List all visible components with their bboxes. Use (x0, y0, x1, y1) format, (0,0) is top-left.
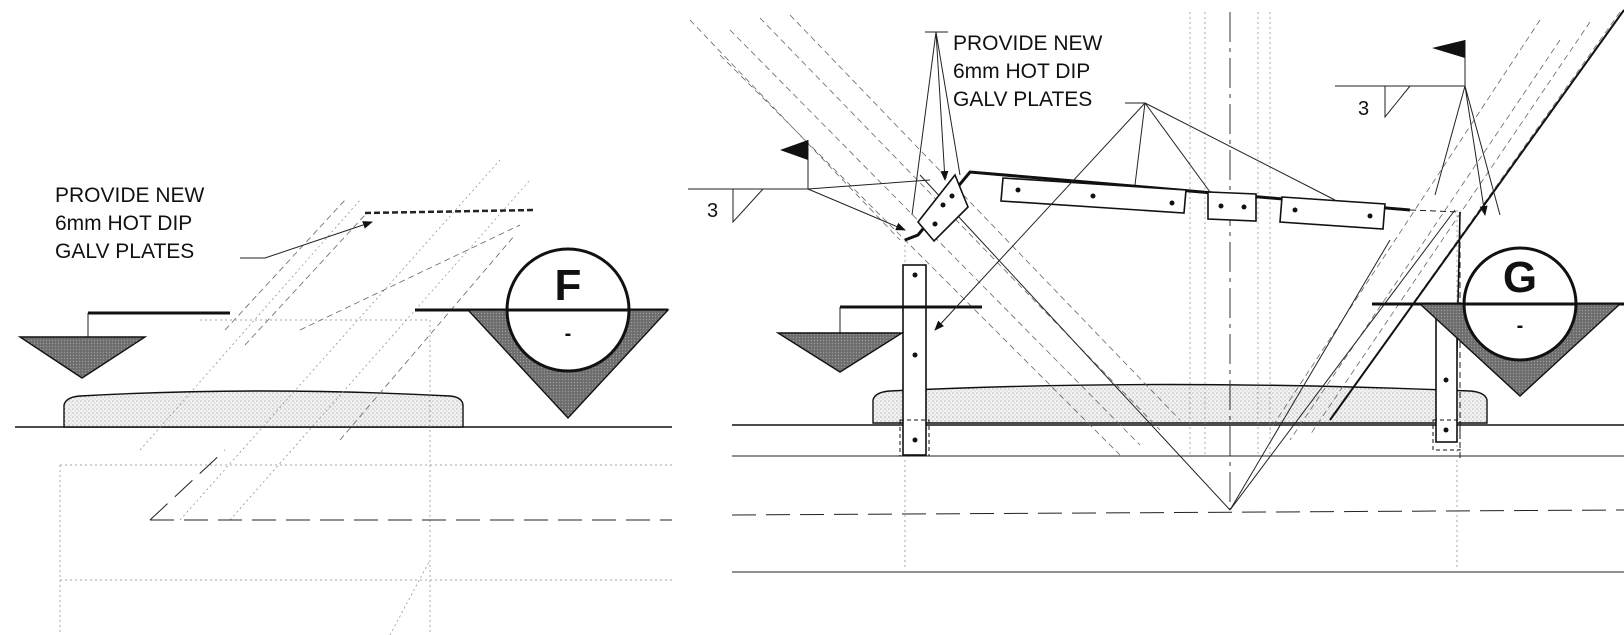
bubble-sheet: - (1517, 315, 1524, 337)
flag-icon (1432, 40, 1465, 58)
note-line-1: PROVIDE NEW (55, 184, 205, 207)
elevation-triangle-icon (17, 336, 148, 379)
section-marker-icon: G - (1418, 246, 1622, 397)
plate-hidden (364, 208, 536, 215)
note-line-2: 6mm HOT DIP (953, 60, 1090, 83)
detail-g: G - 3 3 PROVIDE NEW 6mm HOT DIP GALV PLA… (688, 9, 1624, 573)
construction-lines (59, 159, 672, 635)
section-marker-icon: F - (466, 247, 670, 420)
elevation-triangle-icon (775, 332, 905, 373)
leader-arrow (240, 221, 373, 259)
hidden-line (149, 449, 672, 521)
weld-size-right: 3 (1358, 98, 1369, 120)
plate-note: PROVIDE NEW 6mm HOT DIP GALV PLATES (911, 31, 1336, 330)
note-line-1: PROVIDE NEW (953, 32, 1103, 55)
bubble-letter: F (555, 261, 582, 310)
bubble-letter: G (1503, 253, 1537, 302)
galv-plates (899, 173, 1461, 457)
footing-pad (63, 390, 464, 428)
footing-pad (872, 383, 1488, 424)
note-line-3: GALV PLATES (55, 240, 194, 263)
detail-f: F - PROVIDE NEW 6mm HOT DIP GALV PLATES (15, 159, 672, 635)
weld-symbol-icon: 3 (1335, 40, 1501, 215)
plate-note: PROVIDE NEW 6mm HOT DIP GALV PLATES (55, 184, 373, 263)
note-line-2: 6mm HOT DIP (55, 212, 192, 235)
weld-symbol-icon: 3 (688, 140, 931, 230)
note-line-3: GALV PLATES (953, 88, 1092, 111)
hidden-line (731, 509, 1624, 516)
bubble-sheet: - (565, 323, 572, 345)
flag-icon (780, 140, 808, 160)
weld-size-left: 3 (707, 200, 718, 222)
